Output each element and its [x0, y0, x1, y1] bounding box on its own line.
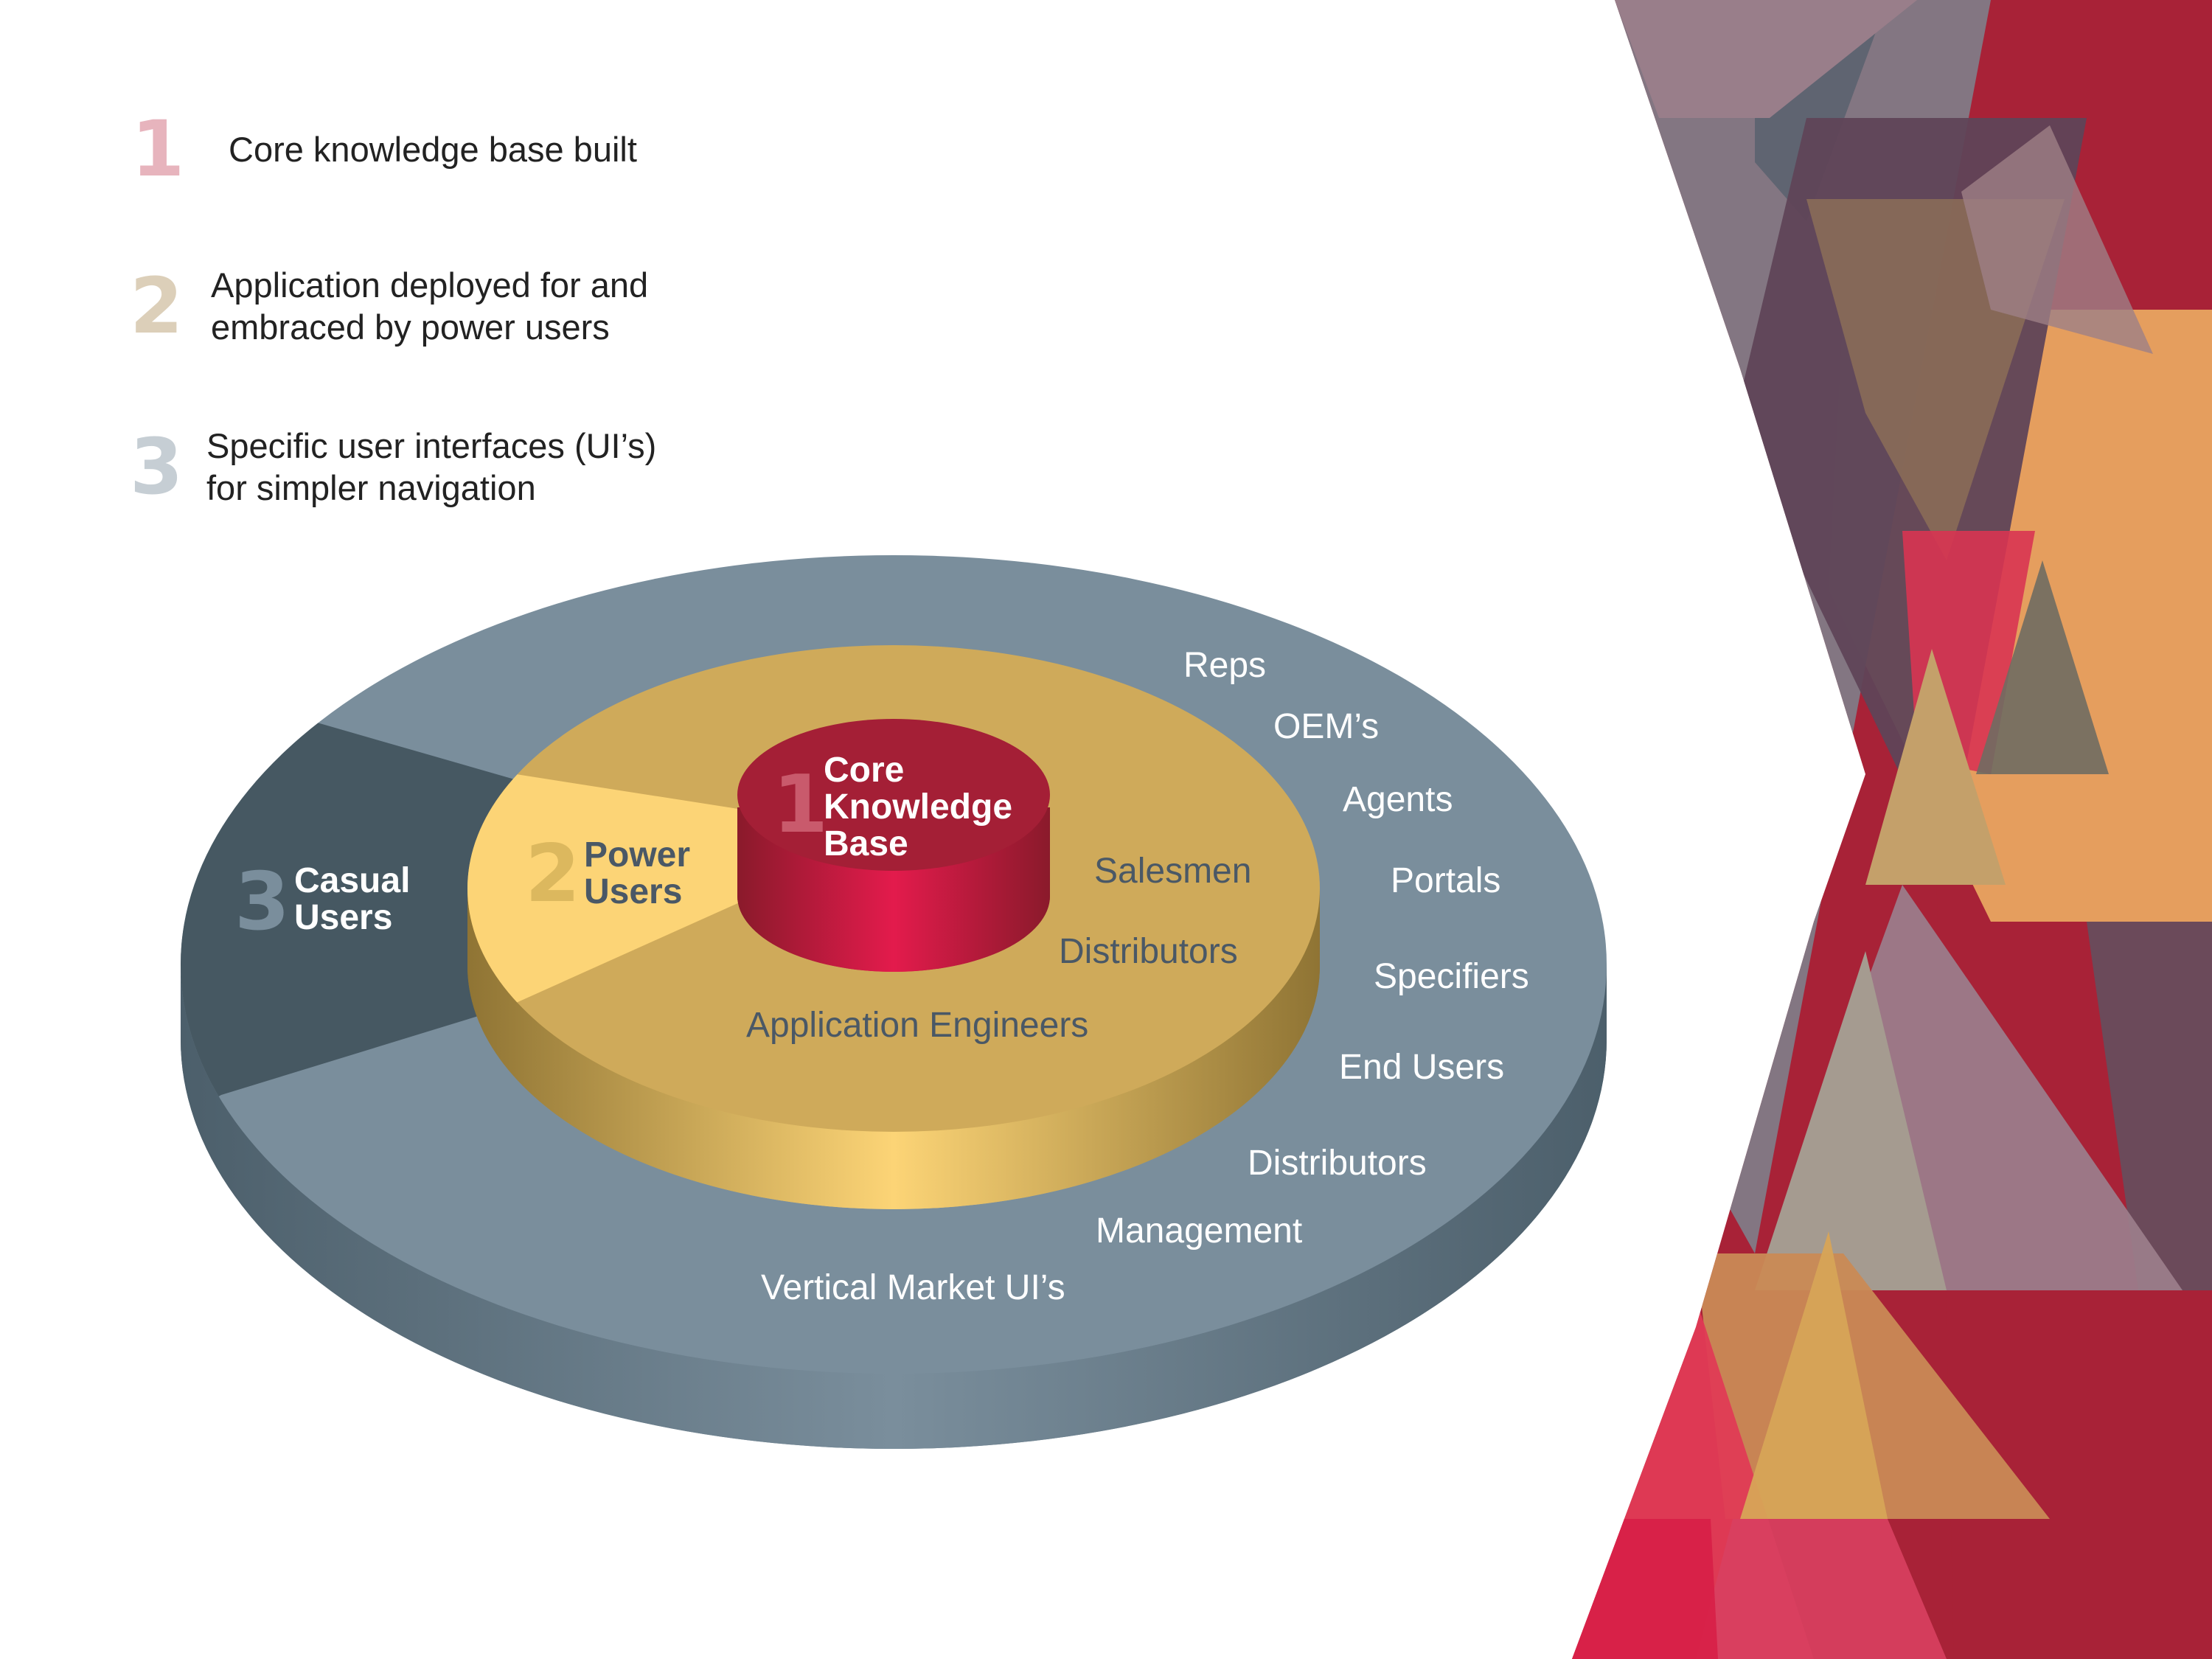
- legend-number: 2: [130, 261, 184, 351]
- legend-item-2: 2 Application deployed for and embraced …: [130, 264, 648, 348]
- power-member: Application Engineers: [746, 1006, 1088, 1045]
- casual-member: OEM’s: [1273, 707, 1379, 746]
- legend-item-3: 3 Specific user interfaces (UI’s) for si…: [130, 425, 656, 509]
- core-knowledge-base-cylinder: [737, 719, 1050, 972]
- casual-member: Vertical Market UI’s: [761, 1268, 1065, 1307]
- casual-member: End Users: [1339, 1048, 1504, 1087]
- legend-line: Specific user interfaces (UI’s): [206, 426, 657, 465]
- core-number: 1: [773, 759, 828, 851]
- power-member: Distributors: [1059, 932, 1238, 971]
- legend-line: Core knowledge base built: [229, 129, 637, 169]
- casual-member: Management: [1096, 1211, 1302, 1251]
- power-member: Salesmen: [1094, 852, 1251, 891]
- legend-number: 3: [130, 422, 184, 512]
- legend-line: Application deployed for and: [211, 265, 649, 305]
- casual-number: 3: [234, 856, 290, 948]
- legend-text: Application deployed for and embraced by…: [211, 264, 648, 348]
- casual-member: Agents: [1343, 780, 1453, 819]
- core-title-line: Core: [824, 751, 904, 790]
- legend-text: Specific user interfaces (UI’s) for simp…: [206, 425, 656, 509]
- power-title-line: Users: [584, 872, 682, 911]
- legend-item-1: 1 Core knowledge base built: [131, 111, 637, 187]
- legend-number: 1: [131, 104, 185, 194]
- casual-member: Portals: [1391, 861, 1500, 900]
- power-number: 2: [525, 828, 580, 920]
- legend-text: Core knowledge base built: [229, 128, 637, 170]
- casual-member: Distributors: [1248, 1144, 1427, 1183]
- core-title-line: Base: [824, 824, 908, 863]
- core-title-line: Knowledge: [824, 787, 1012, 827]
- legend-line: for simpler navigation: [206, 468, 536, 507]
- legend-line: embraced by power users: [211, 307, 610, 347]
- power-title-line: Power: [584, 835, 690, 874]
- casual-title-line: Casual: [294, 861, 410, 900]
- casual-member: Reps: [1183, 646, 1266, 685]
- casual-member: Specifiers: [1374, 957, 1529, 996]
- casual-title-line: Users: [294, 898, 392, 937]
